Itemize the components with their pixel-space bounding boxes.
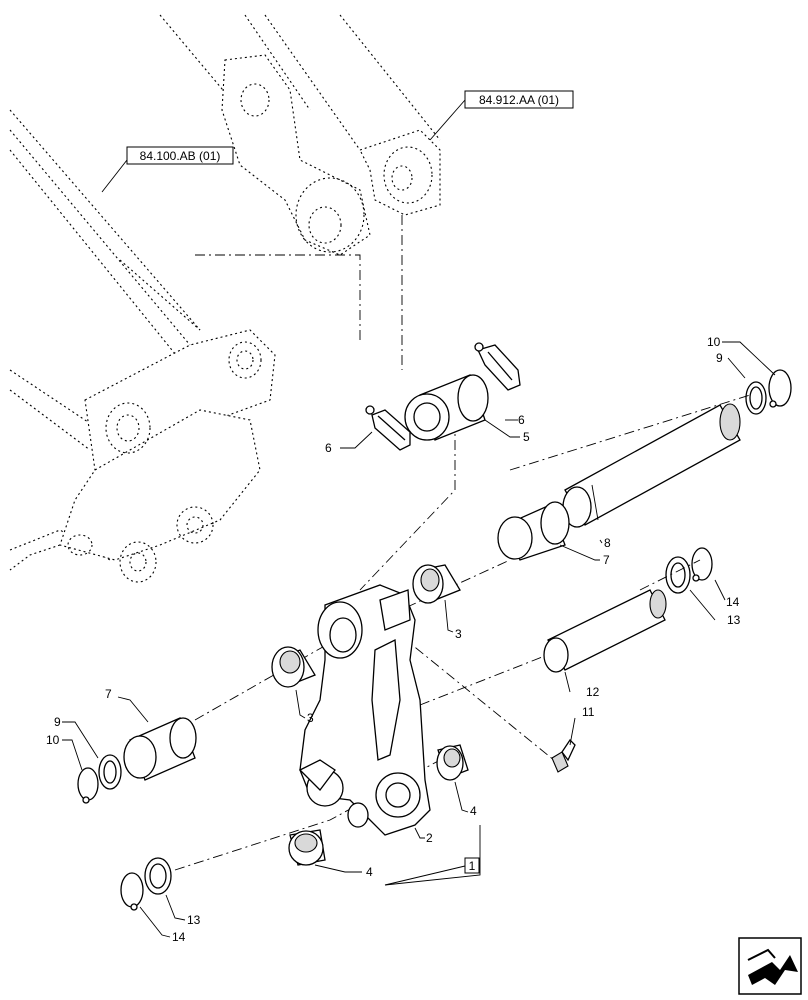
bushing-3-left (271, 646, 316, 688)
reference-84-912-aa[interactable]: 84.912.AA (01) (429, 90, 574, 141)
retaining-clip-6-right (474, 342, 521, 391)
callout-13-right: 13 (727, 613, 741, 627)
ring-13-right (665, 556, 691, 594)
bushing-4-lower (288, 829, 326, 866)
ring-9-top (745, 381, 767, 415)
grease-fitting-11 (551, 738, 576, 773)
callout-6-left: 6 (325, 441, 332, 455)
callout-4-right: 4 (470, 804, 477, 818)
pin-12 (543, 589, 667, 673)
callout-10-left: 10 (46, 733, 60, 747)
callout-12: 12 (586, 685, 600, 699)
ring-9-left (98, 754, 122, 790)
phantom-boom (9, 109, 276, 583)
callout-14-left: 14 (172, 930, 186, 944)
ring-14-left (120, 872, 144, 911)
callout-leaders (62, 341, 776, 938)
callout-numbers: 10 9 6 6 5 8 7 14 13 3 12 11 7 3 9 10 4 … (46, 335, 741, 944)
bushing-7-right (497, 501, 570, 561)
reference-84-100-ab[interactable]: 84.100.AB (01) (101, 146, 234, 193)
callout-14-right: 14 (726, 595, 740, 609)
callout-11: 11 (582, 705, 595, 719)
phantom-arm (159, 14, 441, 256)
bushing-7-left (123, 717, 197, 781)
callout-7-right: 7 (603, 553, 610, 567)
pin-8 (562, 403, 741, 528)
retaining-clip-6-left (365, 405, 411, 451)
next-page-arrow-icon[interactable] (738, 937, 802, 995)
callout-8: 8 (604, 536, 611, 550)
callout-6-right: 6 (518, 413, 525, 427)
callout-5: 5 (523, 430, 530, 444)
callout-2: 2 (426, 831, 433, 845)
bushing-3-upper (412, 564, 461, 604)
bushing-5 (404, 374, 489, 441)
ring-13-left (144, 857, 172, 895)
callout-3-left: 3 (307, 711, 314, 725)
assembly-label-1-text: 1 (469, 859, 476, 873)
ring-14-right (691, 547, 713, 582)
callout-10-top: 10 (707, 335, 721, 349)
assembly-label-1: 1 (384, 857, 480, 886)
reference-84-100-ab-label: 84.100.AB (01) (140, 149, 221, 163)
callout-7-left: 7 (105, 687, 112, 701)
reference-84-912-aa-label: 84.912.AA (01) (479, 93, 559, 107)
callout-3-upper: 3 (455, 627, 462, 641)
ring-10-top (768, 369, 792, 408)
callout-13-left: 13 (187, 913, 201, 927)
link-2 (298, 584, 431, 836)
callout-9-left: 9 (54, 715, 61, 729)
callout-4-lower: 4 (366, 865, 373, 879)
callout-9-top: 9 (716, 351, 723, 365)
ring-10-left (77, 767, 99, 804)
bushing-4-right (436, 744, 469, 781)
